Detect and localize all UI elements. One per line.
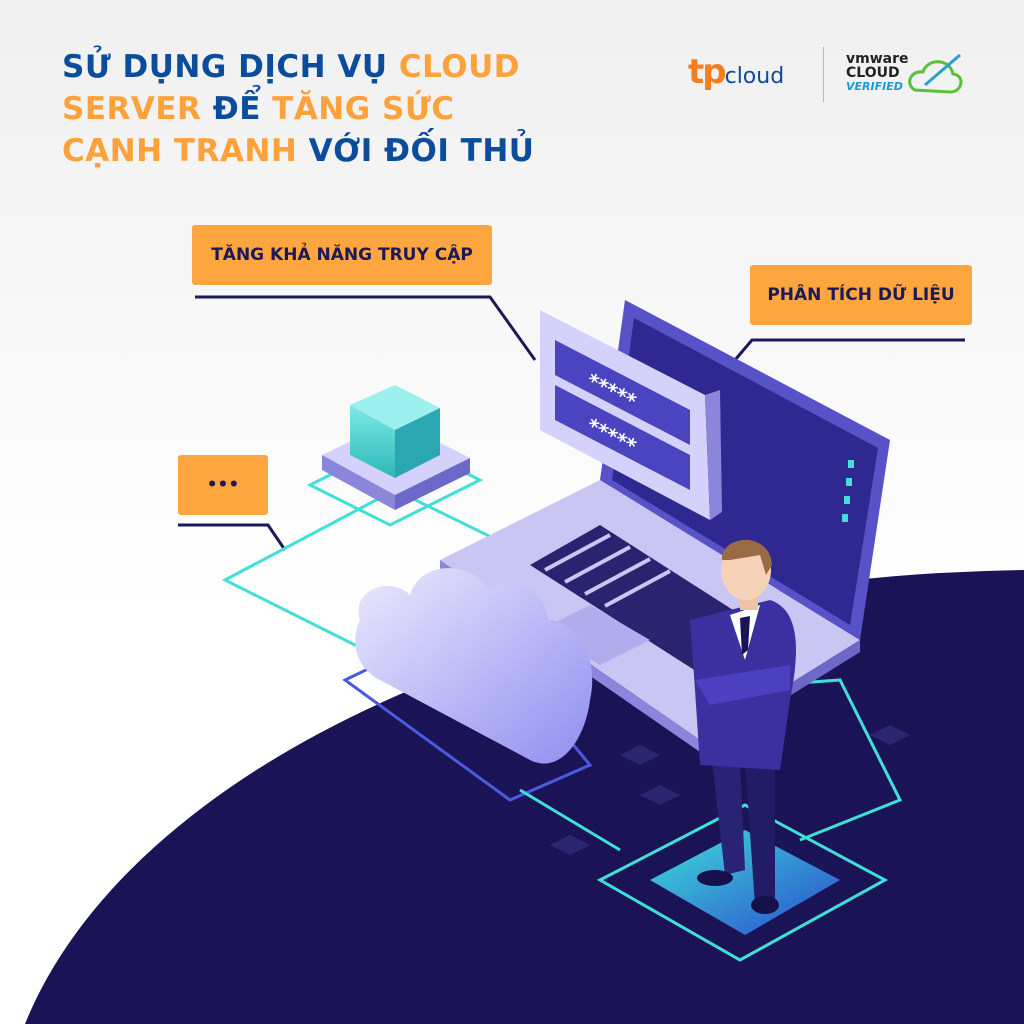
cloud-icon	[355, 568, 593, 764]
cloud-verified-icon	[908, 53, 963, 94]
login-panel: ***** *****	[540, 310, 722, 520]
businessman	[690, 540, 796, 914]
floor-tiles	[550, 725, 910, 855]
tpcloud-logo: tpcloud	[688, 52, 784, 92]
touchpad	[540, 605, 650, 665]
cube-server	[322, 385, 470, 510]
vmware-cloud-verified-logo: vmware CLOUD VERIFIED	[846, 52, 909, 94]
label-data-analytics: PHÂN TÍCH DỮ LIỆU	[750, 265, 972, 325]
title-part: VỚI ĐỐI THỦ	[308, 133, 535, 169]
title-part: ĐỂ	[212, 91, 261, 127]
tp-suffix: cloud	[724, 64, 785, 89]
page-title: SỬ DỤNG DỊCH VỤ CLOUD SERVER ĐỂ TĂNG SỨC…	[62, 46, 534, 172]
title-part: SỬ DỤNG DỊCH VỤ	[62, 49, 388, 85]
logo-divider	[823, 47, 824, 102]
vmware-verified-text: VERIFIED	[846, 80, 903, 93]
title-part: SERVER	[62, 91, 202, 127]
floor-pad	[650, 830, 840, 935]
label-increase-access: TĂNG KHẢ NĂNG TRUY CẬP	[192, 225, 492, 285]
vmware-text: vmware	[846, 51, 909, 67]
title-part: CLOUD	[398, 49, 520, 85]
password-field-2	[555, 385, 690, 490]
password-field-1	[555, 340, 690, 445]
title-part: TĂNG SỨC	[272, 91, 455, 127]
title-part: CẠNH TRANH	[62, 133, 298, 169]
vmware-cloud-text: CLOUD	[846, 65, 900, 81]
label-more: •••	[178, 455, 268, 515]
tp-mark: tp	[688, 52, 727, 92]
